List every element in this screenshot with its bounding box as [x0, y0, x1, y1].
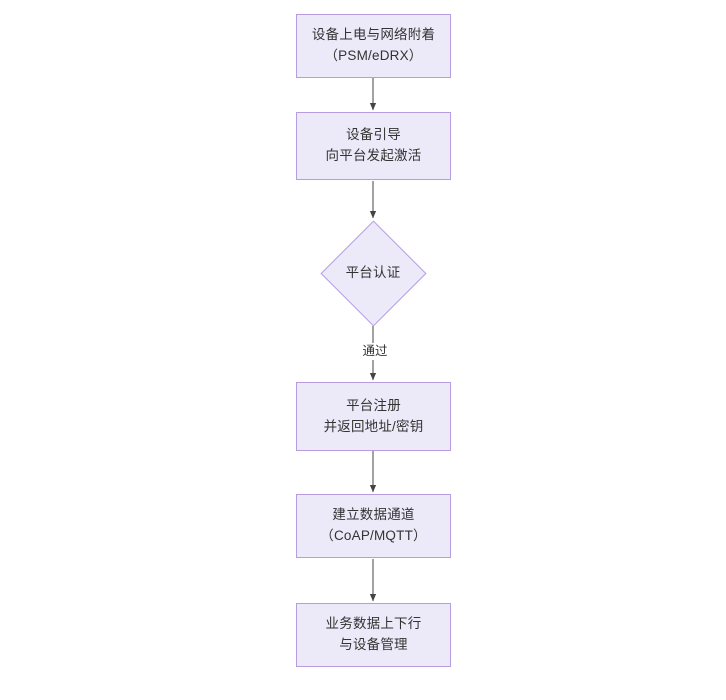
- node-platform-registration[interactable]: 平台注册 并返回地址/密钥: [296, 382, 451, 451]
- node-line: 平台注册: [346, 397, 401, 413]
- node-line: 与设备管理: [339, 637, 408, 652]
- node-device-bootstrap[interactable]: 设备引导 向平台发起激活: [296, 112, 451, 180]
- node-line: 业务数据上下行: [325, 616, 422, 632]
- node-platform-authentication[interactable]: 平台认证: [319, 219, 427, 327]
- node-line: 设备上电与网络附着: [311, 27, 436, 43]
- node-line: （PSM/eDRX）: [324, 48, 423, 63]
- node-line: 向平台发起激活: [325, 148, 422, 163]
- node-business-data-and-management[interactable]: 业务数据上下行 与设备管理: [296, 603, 451, 667]
- node-establish-data-channel[interactable]: 建立数据通道 （CoAP/MQTT）: [296, 494, 451, 558]
- edge-label-pass: 通过: [352, 343, 398, 360]
- node-line: （CoAP/MQTT）: [320, 528, 427, 543]
- node-line: 建立数据通道: [332, 507, 415, 523]
- node-line: 平台认证: [345, 264, 401, 280]
- node-device-power-on[interactable]: 设备上电与网络附着 （PSM/eDRX）: [296, 14, 451, 78]
- node-line: 设备引导: [346, 127, 401, 143]
- node-line: 并返回地址/密钥: [323, 418, 424, 434]
